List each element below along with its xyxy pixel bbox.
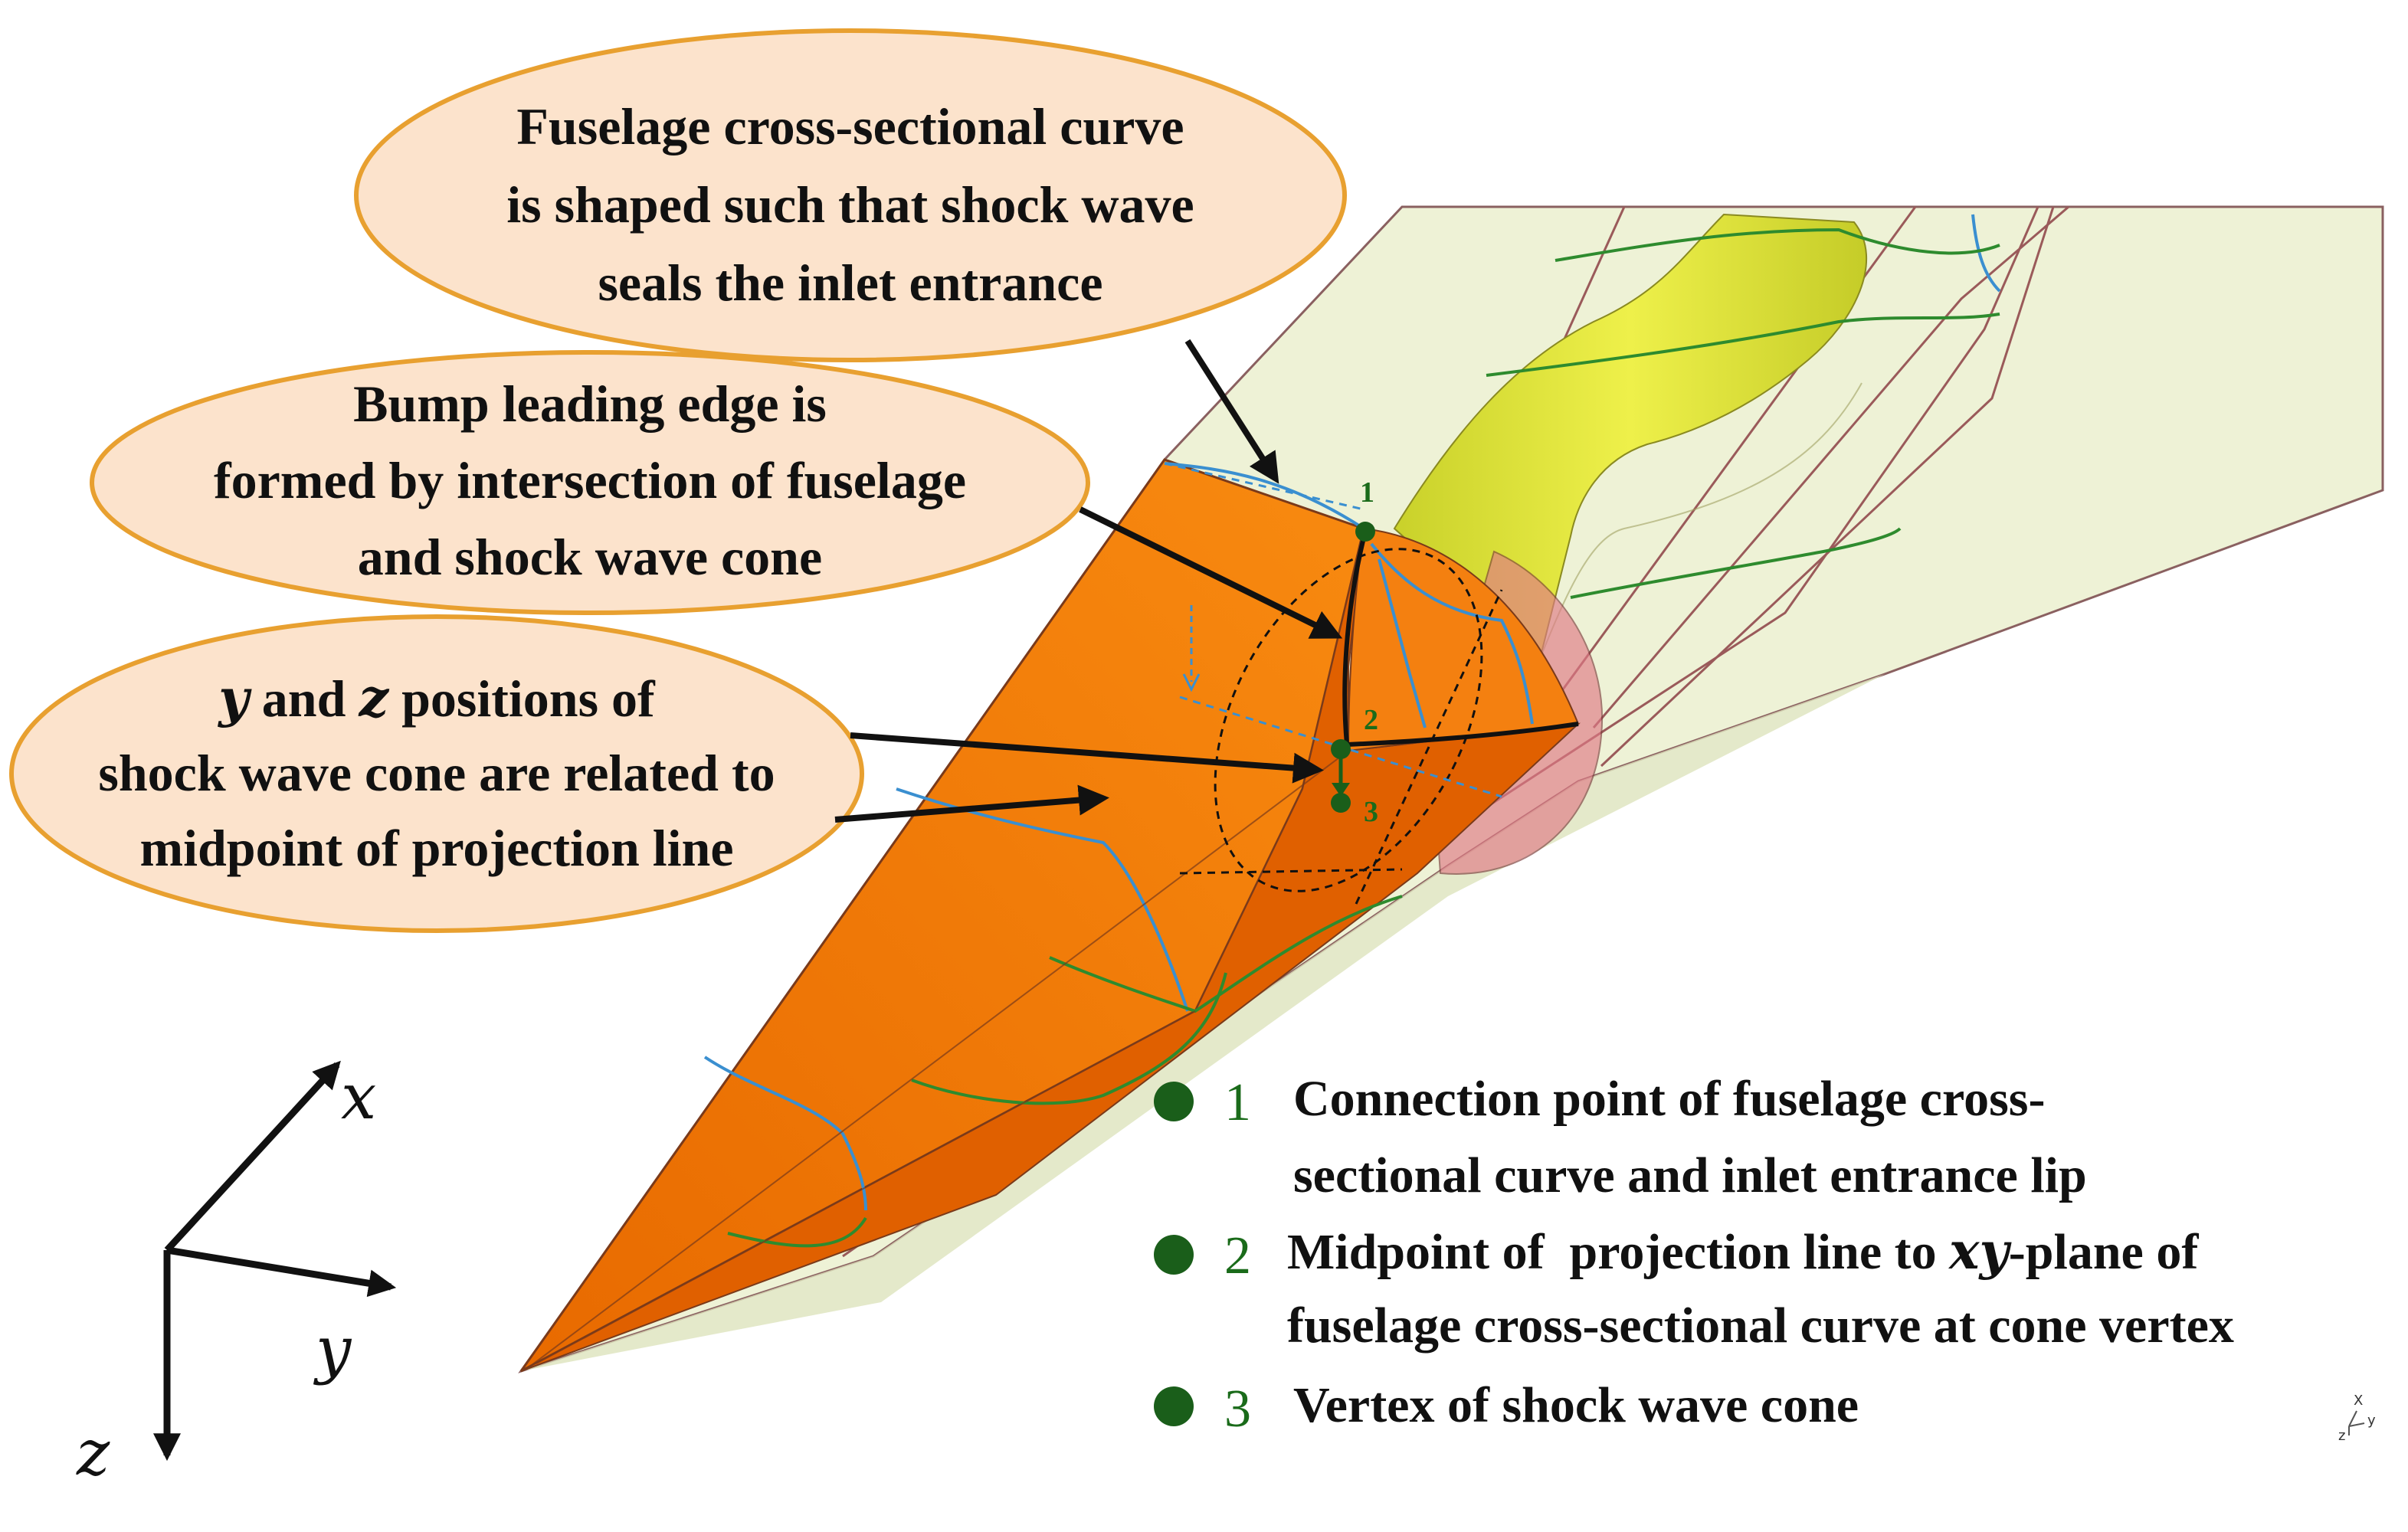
axis-triad-icon: x y z	[76, 1060, 397, 1490]
legend-text-pre: Midpoint of projection line to	[1287, 1224, 1949, 1280]
callout-line: midpoint of projection line	[139, 819, 733, 877]
point-1-marker	[1355, 522, 1375, 542]
legend-marker	[1154, 1082, 1194, 1121]
nose-lines	[528, 750, 1349, 1368]
legend-item-2: 2 Midpoint of projection line to xy-plan…	[1154, 1221, 2234, 1354]
mini-triad-icon: X y z	[2338, 1393, 2376, 1444]
legend-marker	[1154, 1386, 1194, 1426]
cone-generatrix	[1179, 868, 1403, 875]
mini-z-label: z	[2338, 1428, 2345, 1444]
callout-line: y and z positions of	[217, 668, 656, 729]
point-1-label: 1	[1360, 476, 1374, 509]
var-z: z	[358, 668, 389, 729]
inlet-duct	[1393, 213, 1867, 660]
fuselage-cross-section-curves	[703, 214, 2001, 1211]
var-xy: xy	[1948, 1221, 2012, 1281]
callout-pointer-arrow	[1079, 506, 1343, 639]
callout-cone-position: y and z positions of shock wave cone are…	[9, 614, 1324, 933]
legend-line: sectional curve and inlet entrance lip	[1293, 1147, 2087, 1203]
key-points: 1 2 3	[1331, 476, 1378, 828]
point-3-label: 3	[1364, 796, 1378, 828]
axis-z-label: z	[76, 1417, 110, 1490]
cone-base-circle	[1214, 548, 1483, 892]
streamline-curves	[727, 228, 2000, 1248]
cone-axis-line	[1355, 589, 1503, 905]
axis-y-arrow	[166, 1246, 397, 1298]
axis-y-label: y	[313, 1314, 352, 1386]
legend-line: Connection point of fuselage cross-	[1293, 1071, 2045, 1127]
legend-marker	[1154, 1235, 1194, 1275]
duct-outline	[1539, 382, 1863, 660]
callout-line: and shock wave cone	[358, 528, 822, 586]
point-2-marker	[1331, 739, 1351, 759]
point-3-marker	[1331, 793, 1351, 813]
callout-bubble	[9, 614, 864, 933]
projection-arrow-head	[1182, 673, 1201, 692]
aircraft-forebody	[518, 205, 2384, 1373]
callout-line: seals the inlet entrance	[598, 254, 1102, 312]
mini-x-label: X	[2354, 1393, 2363, 1409]
legend-number: 1	[1224, 1073, 1251, 1132]
offset-arrow-head	[1332, 783, 1350, 797]
legend-line: Vertex of shock wave cone	[1293, 1377, 1859, 1433]
callout-line: Fuselage cross-sectional curve	[516, 97, 1184, 155]
callout-fuselage-cross-section: Fuselage cross-sectional curve is shaped…	[354, 28, 1347, 484]
callout-pointer-arrow	[850, 732, 1324, 784]
mini-axis	[2348, 1422, 2365, 1427]
callout-line: formed by intersection of fuselage	[214, 451, 966, 509]
callout-bump-leading-edge: Bump leading edge is formed by intersect…	[90, 350, 1343, 639]
legend-number: 3	[1224, 1380, 1251, 1439]
mini-axis	[2348, 1410, 2357, 1427]
callout-bubble	[354, 28, 1347, 362]
legend-item-3: 3 Vertex of shock wave cone	[1154, 1377, 1859, 1439]
callout-bubble	[90, 350, 1090, 615]
point-2-label: 2	[1364, 704, 1378, 736]
axis-x-arrow	[164, 1060, 341, 1253]
callout-line: Bump leading edge is	[353, 375, 827, 433]
legend-item-1: 1 Connection point of fuselage cross- se…	[1154, 1071, 2087, 1203]
legend-line: Midpoint of projection line to xy-plane …	[1287, 1221, 2199, 1281]
var-y: y	[217, 668, 252, 729]
top-projection-line	[1164, 462, 1365, 511]
legend: 1 Connection point of fuselage cross- se…	[1154, 1071, 2234, 1439]
callout-pointer-arrow	[1184, 339, 1279, 484]
mini-y-label: y	[2367, 1413, 2376, 1429]
legend-line: fuselage cross-sectional curve at cone v…	[1287, 1298, 2234, 1354]
legend-text-post: -plane of	[2009, 1224, 2200, 1280]
callout-line: shock wave cone are related to	[98, 744, 775, 802]
callout-pointer-arrow	[834, 784, 1109, 823]
callout-line: is shaped such that shock wave	[506, 175, 1194, 234]
axis-x-label: x	[341, 1061, 376, 1134]
text-positions: positions of	[388, 669, 656, 728]
legend-number: 2	[1224, 1226, 1251, 1285]
text-and: and	[249, 669, 359, 728]
